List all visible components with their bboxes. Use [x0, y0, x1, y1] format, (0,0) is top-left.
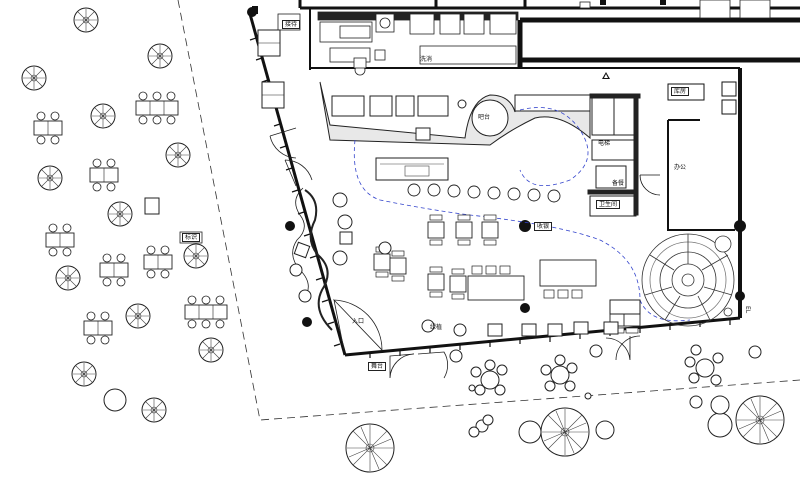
curved-screen — [304, 189, 333, 331]
spiral-stair — [641, 233, 735, 327]
back-office — [639, 81, 737, 231]
dining-tables — [257, 29, 641, 363]
label-outdoor-sign: 标识 — [182, 233, 201, 242]
label-right-mark: EL — [744, 306, 751, 314]
outdoor-trees-bottom — [345, 395, 785, 473]
doors — [269, 127, 641, 379]
label-office: 办公 — [674, 164, 687, 171]
terrace-clusters — [468, 344, 762, 409]
label-plant-box: 绿植 — [430, 324, 443, 331]
label-entrance: 入口 — [352, 318, 365, 325]
outdoor-trees — [21, 7, 224, 423]
label-toilet: 卫生间 — [596, 200, 621, 209]
north-arrow-icon — [602, 72, 610, 79]
kitchen-equipment — [277, 0, 771, 76]
label-elevator: 电梯 — [598, 140, 611, 147]
label-bar: 吧台 — [478, 114, 491, 121]
building-walls — [248, 0, 800, 357]
markers — [252, 0, 666, 14]
label-stage-tag: 舞台 — [368, 362, 387, 371]
label-prep: 备餐 — [612, 180, 625, 187]
label-washing: 洗消 — [420, 56, 433, 63]
circulation-route — [353, 107, 691, 322]
facade-mullions — [249, 37, 731, 358]
bar-counter — [375, 157, 561, 203]
label-reception: 接待 — [282, 20, 301, 29]
label-storage: 库房 — [671, 87, 690, 96]
label-cashier: 收银 — [534, 222, 553, 231]
service-counter — [319, 81, 641, 217]
outdoor-tables — [33, 91, 228, 345]
